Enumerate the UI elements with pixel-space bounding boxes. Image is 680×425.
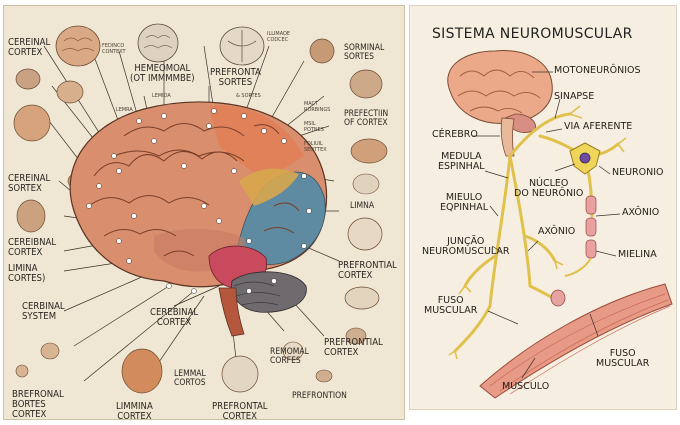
label-lemra: LEMRA xyxy=(116,107,133,113)
label-via-aferente: VIA AFERENTE xyxy=(564,121,633,132)
myelin-sheath xyxy=(585,195,597,259)
label-motoneuronios: MOTONEURÔNIOS xyxy=(554,65,641,76)
label-lemida: LEMIDA xyxy=(152,93,171,99)
specimen-thumbnails xyxy=(13,23,388,394)
label-limna: LIMNA xyxy=(350,201,375,211)
muscle-drawing xyxy=(479,283,673,399)
diagram-title: SISTEMA NEUROMUSCULAR xyxy=(432,26,633,42)
label-hemeomoal: HEMEOMOAL(OT IMMMMBE) xyxy=(130,63,195,84)
junction-drawing xyxy=(550,289,566,307)
brain-illustration xyxy=(13,23,388,394)
label-axonio-center: AXÔNIO xyxy=(538,226,576,237)
label-mielina: MIELINA xyxy=(618,249,657,260)
neuromuscular-illustration xyxy=(447,50,673,399)
marker-dots xyxy=(86,108,312,294)
label-axonio-right: AXÔNIO xyxy=(622,207,660,218)
label-neuronio: NEURONIO xyxy=(612,167,664,178)
label-prefrontion: PREFRONTION xyxy=(292,391,347,401)
label-sinapse: SINAPSE xyxy=(554,91,595,102)
label-sortes: & SORTES xyxy=(236,93,261,99)
neuron-cell xyxy=(569,142,601,175)
label-musculo: MUSCULO xyxy=(502,381,550,392)
label-cerebro: CÉREBRO xyxy=(432,129,478,140)
cerebrum-drawing xyxy=(447,50,553,157)
brain-body xyxy=(69,101,328,337)
label-pointers xyxy=(472,71,621,379)
nerve-branches xyxy=(448,105,627,360)
neuromuscular-panel: SISTEMA NEUROMUSCULAR xyxy=(409,5,677,410)
